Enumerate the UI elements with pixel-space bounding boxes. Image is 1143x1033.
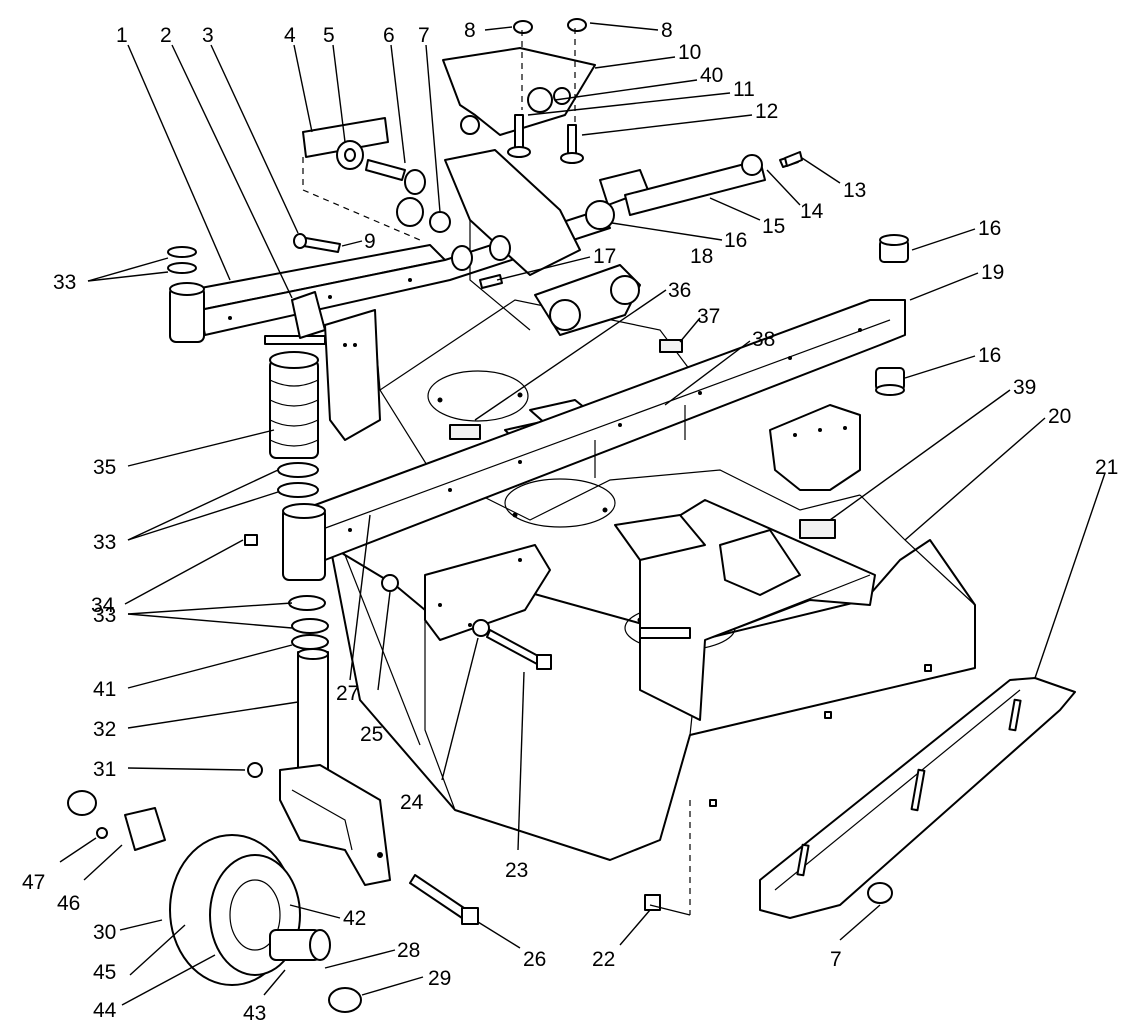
caster-spindle-stack [167, 246, 391, 886]
callout-35: 35 [93, 456, 116, 479]
callout-12: 12 [755, 100, 778, 123]
callout-7: 7 [830, 948, 842, 971]
callout-23: 23 [505, 859, 528, 882]
callout-18: 18 [690, 245, 713, 268]
callout-30: 30 [93, 921, 116, 944]
callout-33: 33 [93, 604, 116, 627]
callout-43: 43 [243, 1002, 266, 1025]
callout-17: 17 [593, 245, 616, 268]
callout-42: 42 [343, 907, 366, 930]
callout-1: 1 [116, 24, 128, 47]
callout-33: 33 [93, 531, 116, 554]
callout-5: 5 [323, 24, 335, 47]
callout-41: 41 [93, 678, 116, 701]
callout-22: 22 [592, 948, 615, 971]
callout-44: 44 [93, 999, 117, 1022]
callout-15: 15 [762, 215, 785, 238]
callout-labels: 1 2 3 4 5 6 7 8 8 10 40 11 12 9 13 14 15… [22, 19, 1118, 1025]
callout-34: 34 [91, 594, 115, 617]
callout-36: 36 [668, 279, 691, 302]
callout-2: 2 [160, 24, 172, 47]
callout-8: 8 [464, 19, 476, 42]
skid-plate [644, 677, 1076, 919]
callout-46: 46 [57, 892, 80, 915]
callout-29: 29 [428, 967, 451, 990]
callout-24: 24 [400, 791, 424, 814]
callout-33: 33 [53, 271, 76, 294]
callout-38: 38 [752, 328, 775, 351]
callout-31: 31 [93, 758, 116, 781]
callout-4: 4 [284, 24, 296, 47]
callout-21: 21 [1095, 456, 1118, 479]
callout-27: 27 [336, 682, 359, 705]
callout-16: 16 [978, 344, 1001, 367]
callout-45: 45 [93, 961, 116, 984]
callout-37: 37 [697, 305, 720, 328]
callout-8: 8 [661, 19, 673, 42]
callout-47: 47 [22, 871, 45, 894]
callout-13: 13 [843, 179, 866, 202]
mower-deck-housing [329, 299, 976, 861]
callout-11: 11 [733, 78, 755, 101]
callout-32: 32 [93, 718, 116, 741]
callout-28: 28 [397, 939, 420, 962]
callout-40: 40 [700, 64, 723, 87]
callout-9: 9 [364, 230, 376, 253]
callout-14: 14 [800, 200, 824, 223]
callout-16: 16 [978, 217, 1001, 240]
callout-39: 39 [1013, 376, 1036, 399]
small-fasteners [244, 151, 803, 670]
callout-20: 20 [1048, 405, 1071, 428]
callout-6: 6 [383, 24, 395, 47]
caster-wheel-assembly [67, 762, 479, 1013]
callout-26: 26 [523, 948, 546, 971]
callout-19: 19 [981, 261, 1004, 284]
callout-7: 7 [418, 24, 430, 47]
callout-3: 3 [202, 24, 214, 47]
callout-25: 25 [360, 723, 383, 746]
leader-lines [59, 22, 1106, 1006]
callout-10: 10 [678, 41, 701, 64]
callout-16: 16 [724, 229, 747, 252]
